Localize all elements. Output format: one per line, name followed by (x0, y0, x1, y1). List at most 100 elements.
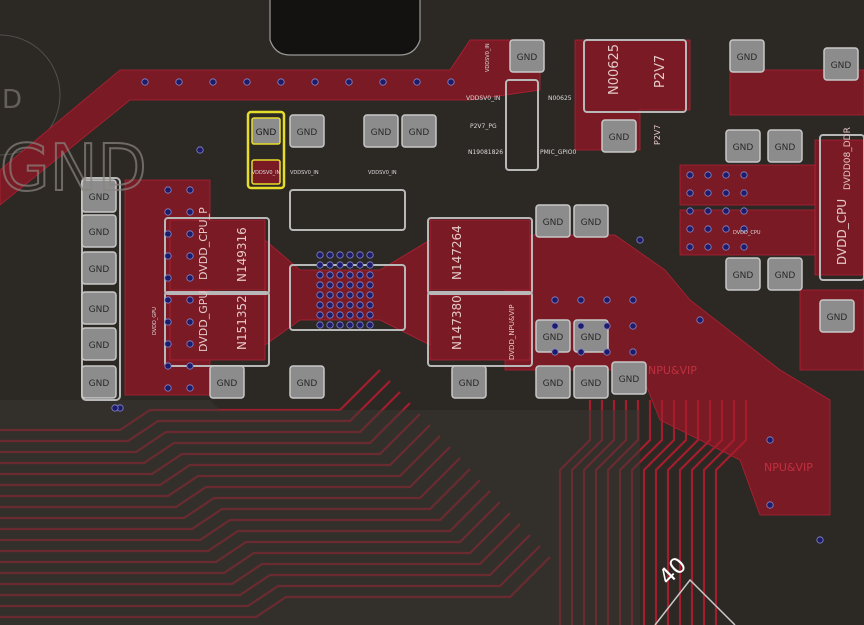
via (629, 296, 637, 304)
via (704, 207, 712, 215)
via (366, 271, 374, 279)
gnd-pad[interactable]: GND (611, 361, 647, 395)
via (603, 322, 611, 330)
label-vddsv0-b: VDDSV0_IN (290, 170, 319, 176)
via (326, 311, 334, 319)
via (186, 252, 194, 260)
gnd-pad[interactable]: GND (81, 251, 117, 285)
via (740, 225, 748, 233)
gnd-pad[interactable]: GND (823, 47, 859, 81)
label-dvdd-cpu-small: DVDD_CPU (733, 230, 761, 236)
board-edge (654, 578, 736, 625)
via (551, 322, 559, 330)
via (722, 189, 730, 197)
via (740, 207, 748, 215)
gnd-pad[interactable]: GND (289, 114, 325, 148)
via (336, 321, 344, 329)
via (577, 348, 585, 356)
gnd-pad-label: GND (733, 271, 754, 281)
gnd-pad-label: GND (89, 379, 110, 389)
via (366, 261, 374, 269)
gnd-pad-label: GND (581, 218, 602, 228)
gnd-pad[interactable]: GND (535, 204, 571, 238)
via (686, 171, 694, 179)
via (686, 225, 694, 233)
via (346, 271, 354, 279)
via (336, 281, 344, 289)
gnd-pad-label: GND (775, 143, 796, 153)
gnd-pad-label: GND (89, 305, 110, 315)
selected-gnd-component[interactable]: GND VDDSV0_IN (246, 110, 286, 190)
via (186, 274, 194, 282)
gnd-pad[interactable]: GND (81, 291, 117, 325)
via (356, 311, 364, 319)
via (164, 384, 172, 392)
via (366, 321, 374, 329)
via (164, 296, 172, 304)
label-n19081826: N19081826 (468, 149, 503, 156)
via (186, 208, 194, 216)
via (816, 536, 824, 544)
via (366, 311, 374, 319)
via (346, 321, 354, 329)
gnd-pad-label: GND (619, 375, 640, 385)
label-vddsv0-c: VDDSV0_IN (368, 170, 397, 176)
gnd-pad[interactable]: GND (209, 365, 245, 399)
via (686, 207, 694, 215)
via (326, 301, 334, 309)
gnd-pad-label: GND (89, 265, 110, 275)
gnd-pad-label: GND (543, 379, 564, 389)
via (366, 291, 374, 299)
via (740, 171, 748, 179)
gnd-pad[interactable]: GND (767, 129, 803, 163)
label-n147380: N147380 (450, 295, 464, 350)
gnd-pad[interactable]: GND (363, 114, 399, 148)
gnd-pad[interactable]: GND (601, 119, 637, 153)
gnd-pad[interactable]: GND (767, 257, 803, 291)
via (356, 251, 364, 259)
gnd-pad[interactable]: GND (401, 114, 437, 148)
gnd-pad[interactable]: GND (289, 365, 325, 399)
via (346, 281, 354, 289)
gnd-pad[interactable]: GND (573, 204, 609, 238)
gnd-pad[interactable]: GND (573, 365, 609, 399)
via (164, 318, 172, 326)
gnd-pad[interactable]: GND (81, 365, 117, 399)
via (696, 316, 704, 324)
via (164, 340, 172, 348)
gnd-pad[interactable]: GND (81, 214, 117, 248)
via (316, 281, 324, 289)
via (722, 243, 730, 251)
gnd-pad[interactable]: GND (535, 365, 571, 399)
gnd-pad-label: GND (217, 379, 238, 389)
gnd-pad[interactable]: GND (729, 39, 765, 73)
gnd-pad[interactable]: GND (81, 327, 117, 361)
via (766, 436, 774, 444)
via (336, 291, 344, 299)
label-vddsv0-in: VDDSV0_IN (466, 95, 500, 102)
label-dvdd-cpu-p: DVDD_CPU_P (197, 207, 210, 280)
label-dvdd-gpu-small: DVDD_GPU (152, 307, 158, 335)
gnd-pad-label: GND (89, 341, 110, 351)
via (629, 322, 637, 330)
gnd-pad[interactable]: GND (81, 179, 117, 213)
via (243, 78, 251, 86)
via (356, 321, 364, 329)
via (336, 301, 344, 309)
via (366, 281, 374, 289)
via (175, 78, 183, 86)
via (636, 236, 644, 244)
gnd-pad-label: GND (737, 53, 758, 63)
via (577, 296, 585, 304)
gnd-pad[interactable]: GND (451, 365, 487, 399)
gnd-pad-label: GND (827, 313, 848, 323)
gnd-pad[interactable]: GND (725, 129, 761, 163)
via (704, 243, 712, 251)
gnd-pad-label: GND (89, 228, 110, 238)
via (551, 296, 559, 304)
via (316, 251, 324, 259)
gnd-pad[interactable]: GND (509, 39, 545, 73)
gnd-pad[interactable]: GND (819, 299, 855, 333)
gnd-pad[interactable]: GND (725, 257, 761, 291)
